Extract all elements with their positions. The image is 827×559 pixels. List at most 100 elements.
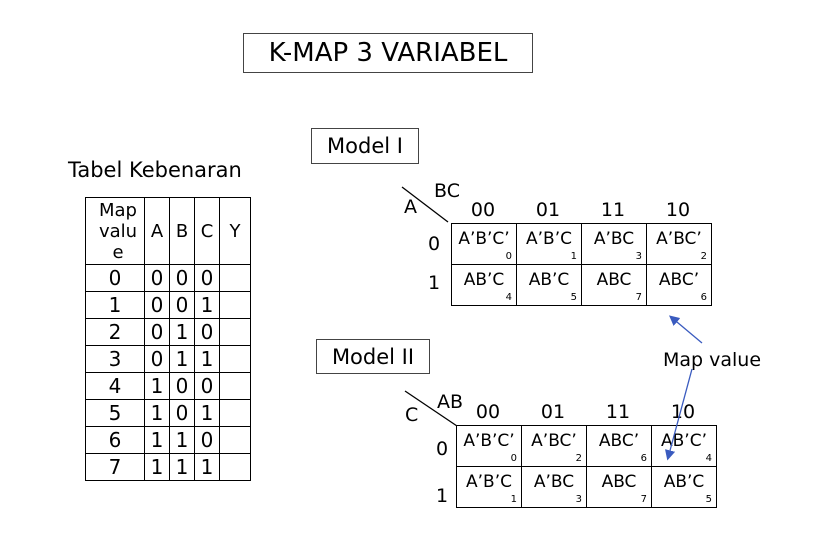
truth-table-cell: 1	[169, 453, 195, 481]
cell-map-value: 7	[635, 292, 642, 303]
cell-term: A’B’C’	[463, 431, 515, 451]
cell-term: A’BC	[593, 229, 635, 249]
model1-col-label: 11	[600, 199, 626, 221]
truth-table-cell: 1	[85, 291, 145, 319]
model1-label: Model I	[311, 128, 419, 164]
truth-table-cell: 1	[169, 345, 195, 373]
cell-map-value: 4	[505, 292, 512, 303]
model2-corner-diagonal	[404, 390, 458, 427]
cell-term: ABC’	[598, 431, 640, 451]
truth-table-cell: 0	[194, 372, 220, 400]
model1-cell: A’BC’ 2	[646, 223, 712, 265]
truth-table-cell: 5	[85, 399, 145, 427]
cell-term: A’BC’	[656, 229, 702, 249]
cell-term: ABC	[596, 270, 632, 290]
cell-term: AB’C’	[661, 431, 707, 451]
cell-map-value: 2	[700, 251, 707, 262]
model2-cell: ABC’6	[586, 425, 652, 467]
truth-table-cell	[219, 264, 251, 292]
truth-table-cell	[219, 426, 251, 454]
model1-col-var: BC	[434, 180, 460, 202]
cell-term: A’BC	[533, 472, 575, 492]
truth-table-cell: 1	[169, 318, 195, 346]
model2-row-label-1: 1	[436, 485, 449, 507]
truth-table-cell: 0	[144, 291, 170, 319]
truth-table-cell: 1	[194, 453, 220, 481]
model1-col-label: 01	[535, 199, 561, 221]
cell-term: AB’C	[663, 472, 705, 492]
cell-map-value: 4	[705, 453, 712, 464]
cell-term: A’B’C’	[458, 229, 510, 249]
truth-table-cell: 1	[194, 291, 220, 319]
model2-col-label: 10	[670, 401, 696, 423]
cell-term: A’BC’	[531, 431, 577, 451]
header-y: Y	[219, 197, 251, 265]
truth-table-cell: 1	[144, 453, 170, 481]
cell-map-value: 1	[510, 494, 517, 505]
model2-row: A’B’C’ 0 A’BC’ 2 ABC’6 AB’C’ 4	[456, 425, 717, 467]
model1-row-label-0: 0	[428, 233, 441, 255]
cell-term: AB’C	[528, 270, 570, 290]
cell-map-value: 5	[705, 494, 712, 505]
model2-cell: A’BC’ 2	[521, 425, 587, 467]
model1-row-label-1: 1	[428, 272, 441, 294]
arrow-to-model2	[665, 368, 693, 461]
header-a: A	[144, 197, 170, 265]
truth-table-cell: 6	[85, 426, 145, 454]
truth-table-cell	[219, 453, 251, 481]
cell-term: A’B’C	[466, 472, 512, 492]
model1-col-label: 10	[665, 199, 691, 221]
cell-map-value: 5	[570, 292, 577, 303]
cell-map-value: 6	[640, 453, 647, 464]
model2-cell: A’B’C’ 0	[456, 425, 522, 467]
model2-col-label: 00	[475, 401, 501, 423]
truth-table-cell	[219, 291, 251, 319]
model2-col-label: 11	[605, 401, 631, 423]
cell-map-value: 6	[700, 292, 707, 303]
cell-term: ABC’	[658, 270, 700, 290]
cell-term: ABC	[601, 472, 637, 492]
truth-table-cell: 0	[194, 426, 220, 454]
map-value-annotation: Map value	[663, 349, 762, 371]
cell-map-value: 2	[575, 453, 582, 464]
model2-col-label: 01	[540, 401, 566, 423]
truth-table-cell: 1	[144, 372, 170, 400]
truth-table-cell: 0	[144, 345, 170, 373]
model2-row-label-0: 0	[436, 438, 449, 460]
cell-map-value: 7	[640, 494, 647, 505]
model1-cell: ABC’6	[646, 264, 712, 306]
truth-table-cell: 0	[169, 291, 195, 319]
model1-corner-diagonal	[401, 186, 449, 223]
cell-term: A’B’C	[526, 229, 572, 249]
truth-table-cell: 0	[144, 318, 170, 346]
model1-cell: A’B’C’ 0	[451, 223, 517, 265]
model1-cell: A’B’C 1	[516, 223, 582, 265]
cell-map-value: 0	[505, 251, 512, 262]
cell-map-value: 1	[570, 251, 577, 262]
cell-map-value: 0	[510, 453, 517, 464]
cell-map-value: 3	[575, 494, 582, 505]
model2-col-var: AB	[437, 391, 464, 413]
truth-table-cell: 4	[85, 372, 145, 400]
model2-row-var: C	[405, 404, 419, 426]
